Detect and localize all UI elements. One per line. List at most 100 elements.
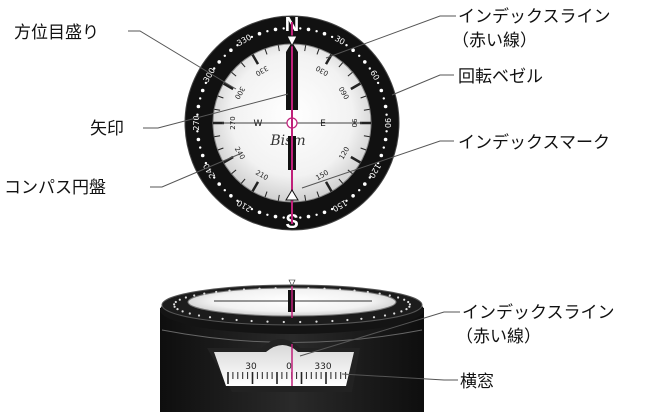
bezel-dot: [315, 30, 318, 33]
side-window: [214, 345, 354, 386]
bezel-dot: [229, 194, 233, 198]
bezel-dot: [236, 199, 239, 202]
bezel-dot: [229, 48, 233, 52]
label-index-line-top-sub: （赤い線）: [452, 31, 537, 51]
label-scale: 方位目盛り: [14, 23, 99, 43]
bezel-dot: [383, 137, 388, 142]
bezel-dot: [199, 97, 202, 100]
dial-tick: [338, 178, 344, 184]
leader-scale: [128, 30, 237, 90]
side-bezel-dot: [203, 292, 206, 295]
label-side-window: 横窓: [460, 372, 494, 392]
side-bezel-dot: [193, 294, 196, 297]
side-bezel-dot: [403, 298, 406, 301]
bezel-dot: [200, 88, 205, 93]
bezel-dot: [196, 104, 201, 109]
bezel-dot: [266, 30, 269, 33]
leader-lines: [128, 15, 460, 381]
side-bezel-dot: [307, 287, 310, 290]
side-bezel-dot: [173, 305, 176, 308]
side-bezel-dot: [405, 308, 408, 311]
bezel-dot: [196, 137, 201, 142]
bezel-dot: [382, 146, 385, 149]
compass-side-view: 30 0 330: [160, 279, 424, 412]
label-arrow: 矢印: [90, 119, 124, 139]
side-bezel-dot: [388, 294, 391, 297]
side-bezel-dot: [274, 287, 277, 290]
dial-tick: [360, 147, 367, 151]
bezel-dot: [250, 207, 254, 211]
bezel-dot: [306, 214, 311, 219]
bezel-dot: [358, 54, 361, 57]
dial-tick: [251, 53, 260, 65]
dial-tick: [363, 108, 370, 111]
bezel-dot: [257, 31, 262, 36]
bezel-dot: [351, 194, 355, 198]
bezel-dot: [200, 153, 205, 158]
dial-tick: [277, 194, 280, 201]
dial-tick: [231, 71, 237, 77]
side-bezel-dot: [383, 314, 387, 317]
label-compass-disc: コンパス円盤: [4, 178, 106, 198]
leader-compass-disc: [150, 152, 243, 188]
dial-90-right: 90: [350, 119, 358, 128]
bezel-dot: [322, 210, 327, 215]
leader-arrow: [143, 93, 289, 129]
bezel-dot: [257, 210, 262, 215]
bezel-dot: [379, 153, 384, 158]
dial-tick: [240, 62, 246, 68]
side-bezel-dot: [266, 320, 269, 323]
dial-tick: [264, 48, 268, 55]
bezel-dot: [299, 216, 302, 219]
dial-tick: [251, 181, 260, 193]
side-bezel-dot: [400, 310, 403, 313]
bezel-number: 90: [383, 118, 392, 128]
bezel-dots: [196, 27, 388, 219]
bezel-dot: [351, 48, 355, 52]
side-bezel-dot: [360, 317, 363, 320]
bezel-dot: [315, 213, 318, 216]
bezel-dot: [223, 54, 226, 57]
bezel-dot: [273, 27, 278, 32]
dial-tick: [324, 181, 333, 193]
bezel-dot: [250, 35, 254, 39]
side-bezel-dot: [215, 290, 218, 294]
side-bezel-dot: [397, 296, 400, 299]
side-bezel-dot: [181, 310, 184, 313]
leader-index-line-top: [325, 15, 456, 59]
bezel-dot: [322, 31, 327, 36]
bezel-dot: [196, 113, 199, 116]
index-mark-bottom: [285, 189, 299, 201]
side-bezel-dot: [197, 314, 201, 317]
dial-tick: [217, 147, 224, 151]
dial-tick: [214, 135, 221, 138]
window-number-30: 30: [245, 362, 257, 372]
bezel-dot: [330, 35, 334, 39]
dial-tick: [316, 48, 320, 55]
dial-tick: [347, 71, 353, 77]
bezel-dot: [196, 130, 199, 133]
side-bezel-dot: [282, 320, 285, 324]
dial-tick: [360, 95, 367, 99]
dial-tick: [264, 191, 268, 198]
bezel-dot: [330, 207, 334, 211]
bezel-number: 60: [368, 69, 381, 82]
bezel-dot: [299, 27, 302, 30]
side-bezel-dot: [372, 316, 376, 319]
bezel-dot: [363, 182, 367, 186]
bezel-dot: [383, 104, 388, 109]
side-bezel-dot: [408, 305, 411, 308]
bezel-dot: [273, 214, 278, 219]
bezel-dot: [382, 97, 385, 100]
side-bezel-dot: [393, 312, 396, 315]
leader-index-line-side: [299, 311, 460, 357]
window-ticks: [227, 372, 347, 384]
bezel-dot: [213, 67, 216, 70]
side-bezel-dot: [323, 287, 326, 290]
dial-east-letter: E: [320, 119, 326, 129]
side-bezel-dot: [184, 296, 187, 299]
dial-tick: [363, 135, 370, 138]
side-bezel-dot: [408, 303, 411, 306]
bezel-dot: [368, 176, 371, 179]
